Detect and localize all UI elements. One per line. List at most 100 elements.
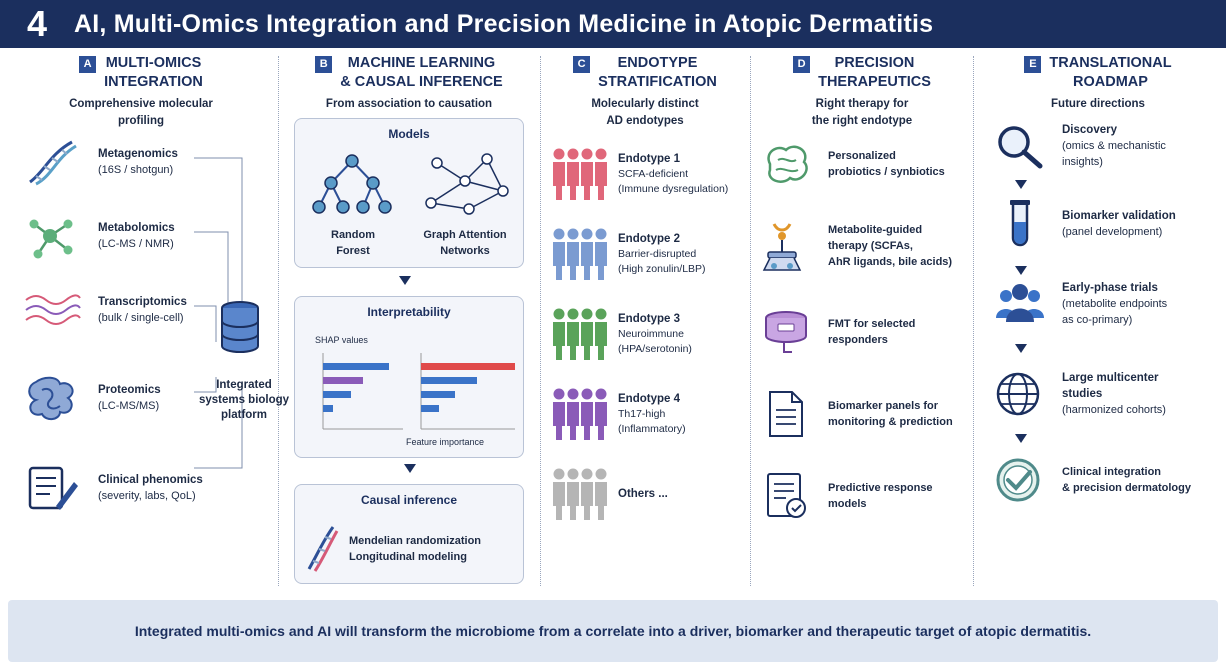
omics-detail: (LC-MS / NMR) — [98, 238, 174, 250]
column-c-title-line2: STRATIFICATION — [598, 74, 717, 90]
capsule-icon — [765, 311, 807, 353]
models-panel: Models Random Forest Graph Attention — [294, 118, 524, 268]
column-d-title-line2: THERAPEUTICS — [818, 74, 931, 90]
arrow-down — [1015, 344, 1027, 353]
step-title: Early-phase trials — [1062, 282, 1158, 294]
omics-item-metabolomics: Metabolomics (LC-MS / NMR) — [22, 210, 175, 262]
omics-item-clinical-phenomics: Clinical phenomics (severity, labs, QoL) — [22, 462, 203, 514]
report-icon — [767, 473, 806, 518]
column-a-sub-line1: Comprehensive molecular — [69, 98, 213, 110]
random-forest-icon — [312, 154, 392, 214]
platform-line1: Integrated — [216, 379, 272, 391]
connector-lines — [194, 157, 243, 469]
column-separator — [540, 56, 541, 586]
column-machine-learning: B MACHINE LEARNING & CAUSAL INFERENCE Fr… — [282, 52, 536, 592]
shap-label: SHAP values — [315, 335, 368, 345]
endotype-name: Endotype 1 — [618, 152, 680, 165]
endotype-name: Endotype 2 — [618, 232, 680, 245]
roadmap-step-biomarker-validation: Biomarker validation (panel development) — [994, 198, 1176, 250]
therapy-line2: monitoring & prediction — [828, 416, 953, 428]
endotype-item: Others ... — [552, 466, 668, 522]
interpretability-title: Interpretability — [367, 305, 451, 319]
arrow-down — [1015, 266, 1027, 275]
step-title: Discovery — [1062, 124, 1117, 136]
step-line1: (omics & mechanistic — [1062, 140, 1166, 152]
roadmap-step-early-trials: Early-phase trials (metabolite endpoints… — [994, 280, 1167, 328]
roadmap-step-discovery: Discovery (omics & mechanistic insights) — [994, 122, 1166, 170]
therapy-line2: responders — [828, 334, 888, 346]
endotype-line2: (High zonulin/LBP) — [618, 262, 706, 275]
platform-line2: systems biology — [198, 394, 290, 406]
step-line1: & precision dermatology — [1062, 482, 1191, 494]
gat-line2: Networks — [440, 245, 490, 257]
document-icon — [769, 391, 803, 437]
omics-detail: (severity, labs, QoL) — [98, 490, 196, 502]
column-e-title-line1: TRANSLATIONAL — [1049, 55, 1172, 71]
column-b-title-line2: & CAUSAL INFERENCE — [340, 74, 503, 90]
figure-title: AI, Multi-Omics Integration and Precisio… — [74, 9, 934, 38]
header-bar: 4 AI, Multi-Omics Integration and Precis… — [0, 0, 1226, 48]
database-icon — [221, 301, 259, 353]
endotype-line1: Th17-high — [618, 407, 666, 420]
dna-icon — [29, 140, 77, 186]
omics-name: Proteomics — [98, 384, 161, 396]
column-e-sub-line1: Future directions — [1051, 98, 1145, 110]
causal-line2: Longitudinal modeling — [349, 551, 467, 563]
badge-a: A — [79, 56, 97, 73]
column-multi-omics: A MULTI-OMICS INTEGRATION Comprehensive … — [8, 52, 289, 592]
column-separator — [278, 56, 279, 586]
rf-line1: Random — [331, 229, 375, 241]
step-title: Biomarker validation — [1062, 210, 1176, 222]
column-a-sub-line2: profiling — [118, 115, 164, 127]
test-tube-icon — [1010, 200, 1030, 247]
column-therapeutics: D PRECISION THERAPEUTICS Right therapy f… — [754, 52, 970, 592]
therapy-item-predictive-models: Predictive response models — [760, 470, 933, 522]
column-e-title-line2: ROADMAP — [1073, 74, 1148, 90]
therapy-item-probiotics: Personalized probiotics / synbiotics — [760, 140, 945, 188]
interpretability-panel: Interpretability SHAP values Feature imp… — [294, 296, 524, 458]
step-line2: as co-primary) — [1062, 314, 1133, 326]
people-group-icon — [553, 148, 607, 200]
arrow-down — [1015, 180, 1027, 189]
endotype-line2: (Inflammatory) — [618, 422, 686, 435]
step-line2: (harmonized cohorts) — [1062, 404, 1166, 416]
protein-icon — [28, 376, 74, 420]
step-line1: (panel development) — [1062, 226, 1163, 238]
column-c-title-line1: ENDOTYPE — [617, 55, 698, 71]
omics-name: Metabolomics — [98, 222, 175, 234]
feature-importance-label: Feature importance — [405, 437, 485, 447]
endotype-line2: (HPA/serotonin) — [618, 342, 692, 355]
footer-banner: Integrated multi-omics and AI will trans… — [8, 600, 1218, 662]
endotype-line2: (Immune dysregulation) — [618, 182, 729, 195]
column-roadmap: E TRANSLATIONAL ROADMAP Future direction… — [978, 52, 1218, 592]
therapy-line2: therapy (SCFAs, — [828, 240, 913, 252]
endotype-name: Endotype 4 — [618, 392, 680, 405]
endotype-line1: Neuroimmune — [618, 327, 684, 340]
badge-b: B — [315, 56, 333, 73]
omics-item-transcriptomics: Transcriptomics (bulk / single-cell) — [22, 284, 187, 336]
people-group-icon — [553, 388, 607, 440]
column-endotypes: C ENDOTYPE STRATIFICATION Molecularly di… — [544, 52, 746, 592]
omics-detail: (LC-MS/MS) — [98, 400, 160, 412]
people-group-icon — [553, 468, 607, 520]
gat-line1: Graph Attention — [423, 229, 507, 241]
therapy-line1: Biomarker panels for — [828, 400, 939, 412]
causal-line1: Mendelian randomization — [349, 535, 482, 547]
omics-name: Transcriptomics — [98, 296, 187, 308]
causal-title: Causal inference — [360, 493, 458, 507]
people-group-icon — [553, 308, 607, 360]
causal-inference-panel: Causal inference Mendelian randomization… — [294, 484, 524, 584]
therapy-line2: probiotics / synbiotics — [828, 166, 945, 178]
therapy-line1: Predictive response — [828, 482, 933, 494]
therapy-line1: FMT for selected — [828, 318, 916, 330]
column-separator — [973, 56, 974, 586]
random-forest-label: Random Forest — [305, 227, 401, 259]
step-title: Large multicenter — [1062, 372, 1159, 384]
column-a-title-line1: MULTI-OMICS — [105, 55, 202, 71]
magnifier-icon — [998, 126, 1043, 169]
molecule-icon — [29, 219, 73, 259]
feature-importance-chart — [322, 353, 515, 430]
